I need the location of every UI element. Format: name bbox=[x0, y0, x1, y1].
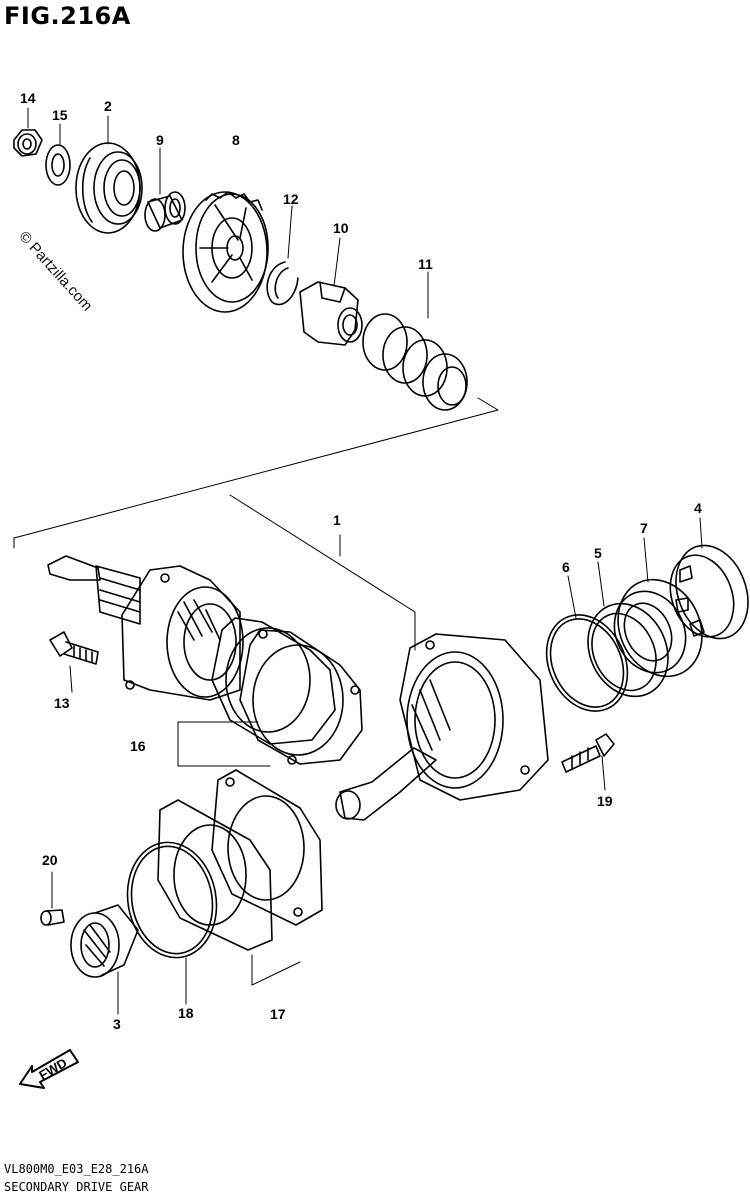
part-12-circlip[interactable] bbox=[266, 261, 299, 306]
callout-13[interactable]: 13 bbox=[54, 695, 70, 711]
callout-16[interactable]: 16 bbox=[130, 738, 146, 754]
callout-9[interactable]: 9 bbox=[156, 132, 164, 148]
part-16-gasket[interactable] bbox=[211, 617, 363, 765]
fwd-arrow-icon: FWD bbox=[18, 1040, 82, 1095]
callout-6[interactable]: 6 bbox=[562, 559, 570, 575]
callout-4[interactable]: 4 bbox=[694, 500, 702, 516]
bracket-16 bbox=[177, 721, 271, 767]
part-19-bolt[interactable] bbox=[561, 733, 615, 773]
part-6-o-ring[interactable] bbox=[531, 602, 642, 725]
callout-11[interactable]: 11 bbox=[418, 256, 433, 272]
callout-17[interactable]: 17 bbox=[270, 1006, 286, 1022]
callout-5[interactable]: 5 bbox=[594, 545, 602, 561]
part-3-needle-bearing[interactable] bbox=[70, 904, 139, 978]
callout-8[interactable]: 8 bbox=[232, 132, 240, 148]
callout-7[interactable]: 7 bbox=[640, 520, 648, 536]
part-1-drive-gear-right[interactable] bbox=[335, 633, 549, 821]
part-17-gasket[interactable] bbox=[157, 769, 323, 951]
part-9-spacer[interactable] bbox=[144, 191, 186, 232]
callout-2[interactable]: 2 bbox=[104, 98, 112, 114]
callout-18[interactable]: 18 bbox=[178, 1005, 194, 1021]
part-2-bearing[interactable] bbox=[75, 142, 143, 234]
callout-20[interactable]: 20 bbox=[42, 852, 58, 868]
figure-title: FIG.216A bbox=[4, 2, 131, 30]
callout-3[interactable]: 3 bbox=[113, 1016, 121, 1032]
callout-1[interactable]: 1 bbox=[333, 512, 341, 528]
callout-19[interactable]: 19 bbox=[597, 793, 613, 809]
callout-15[interactable]: 15 bbox=[52, 107, 68, 123]
callout-14[interactable]: 14 bbox=[20, 90, 36, 106]
part-10-cam[interactable] bbox=[299, 281, 363, 346]
part-7-bearing[interactable] bbox=[601, 566, 717, 690]
part-5-seal[interactable] bbox=[573, 590, 682, 709]
assembly-bracket-line bbox=[13, 397, 499, 549]
part-20-pin[interactable] bbox=[40, 909, 65, 926]
part-15-washer[interactable] bbox=[45, 144, 71, 186]
part-18-o-ring[interactable] bbox=[119, 835, 226, 965]
leader-1 bbox=[229, 494, 416, 651]
part-14-nut[interactable] bbox=[13, 129, 43, 157]
diagram-code: VL800M0_E03_E28_216A bbox=[4, 1162, 149, 1176]
part-1-drive-shaft-left[interactable] bbox=[47, 555, 244, 701]
part-13-bolt[interactable] bbox=[49, 631, 99, 665]
callout-10[interactable]: 10 bbox=[333, 220, 349, 236]
part-8-gear[interactable] bbox=[182, 191, 269, 313]
part-11-spring[interactable] bbox=[362, 313, 468, 411]
part-4-ring-nut[interactable] bbox=[659, 535, 750, 648]
bracket-17 bbox=[251, 954, 301, 986]
callout-12[interactable]: 12 bbox=[283, 191, 299, 207]
leader-lines bbox=[27, 107, 703, 1015]
diagram-caption: SECONDARY DRIVE GEAR bbox=[4, 1180, 149, 1194]
